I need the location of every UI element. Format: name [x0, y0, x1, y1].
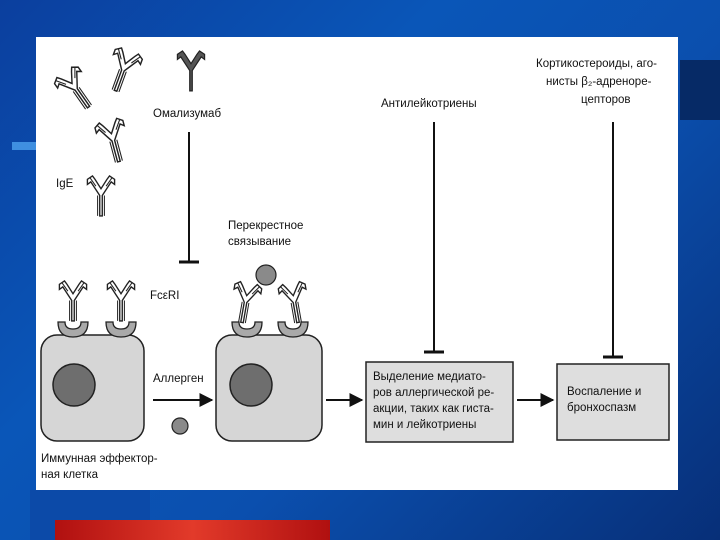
crosslinked-ige	[277, 280, 313, 326]
corticosteroids-label-line2: нисты β₂-адреноре-	[546, 76, 652, 88]
fceri-receptor	[105, 321, 137, 338]
bound-allergen	[255, 264, 277, 286]
corticosteroids-label-line1: Кортикостероиды, аго-	[536, 58, 657, 70]
bound-ige	[106, 280, 136, 322]
diagram-canvas: Омализумаб IgE FcεRI Иммунная эффектор- …	[40, 45, 670, 481]
mediator-release-box	[365, 361, 514, 443]
corticosteroids-label-line3: цепторов	[581, 94, 631, 106]
crosslinking-label-line2: связывание	[228, 236, 291, 248]
inflammation-text-line1: Воспаление и	[567, 386, 641, 398]
ige-label: IgE	[56, 178, 74, 190]
antileukotrienes-label: Антилейкотриены	[381, 98, 477, 110]
free-ige-antibody	[51, 63, 102, 117]
diagram-panel: Омализумаб IgE FcεRI Иммунная эффектор- …	[36, 37, 678, 490]
free-ige-antibody	[101, 45, 145, 97]
mediator-text-line3: акции, таких как гиста-	[373, 403, 494, 415]
ige-antibody	[86, 175, 116, 217]
crosslinked-ige	[227, 280, 263, 326]
fceri-receptor	[231, 321, 263, 338]
inflammation-text-line2: бронхоспазм	[567, 402, 636, 414]
mediator-text-line1: Выделение медиато-	[373, 371, 486, 383]
background-accent	[12, 142, 38, 150]
nucleus-right	[229, 363, 273, 407]
allergen-label: Аллерген	[153, 373, 204, 385]
fceri-receptor	[57, 321, 89, 338]
fceri-label: FcεRI	[150, 290, 179, 302]
crosslinking-label-line1: Перекрестное	[228, 220, 303, 232]
fceri-receptor	[277, 321, 309, 338]
background-band	[680, 60, 720, 120]
effector-cell-label-line2: ная клетка	[41, 469, 99, 481]
effector-cell-label-line1: Иммунная эффектор-	[41, 453, 158, 465]
nucleus-left	[52, 363, 96, 407]
omalizumab-label: Омализумаб	[153, 108, 221, 120]
mediator-text-line2: ров аллергической ре-	[373, 387, 494, 399]
bound-ige	[58, 280, 88, 322]
mediator-text-line4: мин и лейкотриены	[373, 419, 476, 431]
inflammation-box	[556, 363, 670, 441]
allergen-particle	[171, 417, 189, 435]
bottom-red-bar	[55, 520, 330, 540]
free-ige-antibody	[93, 116, 134, 167]
omalizumab-antibody	[176, 50, 206, 92]
